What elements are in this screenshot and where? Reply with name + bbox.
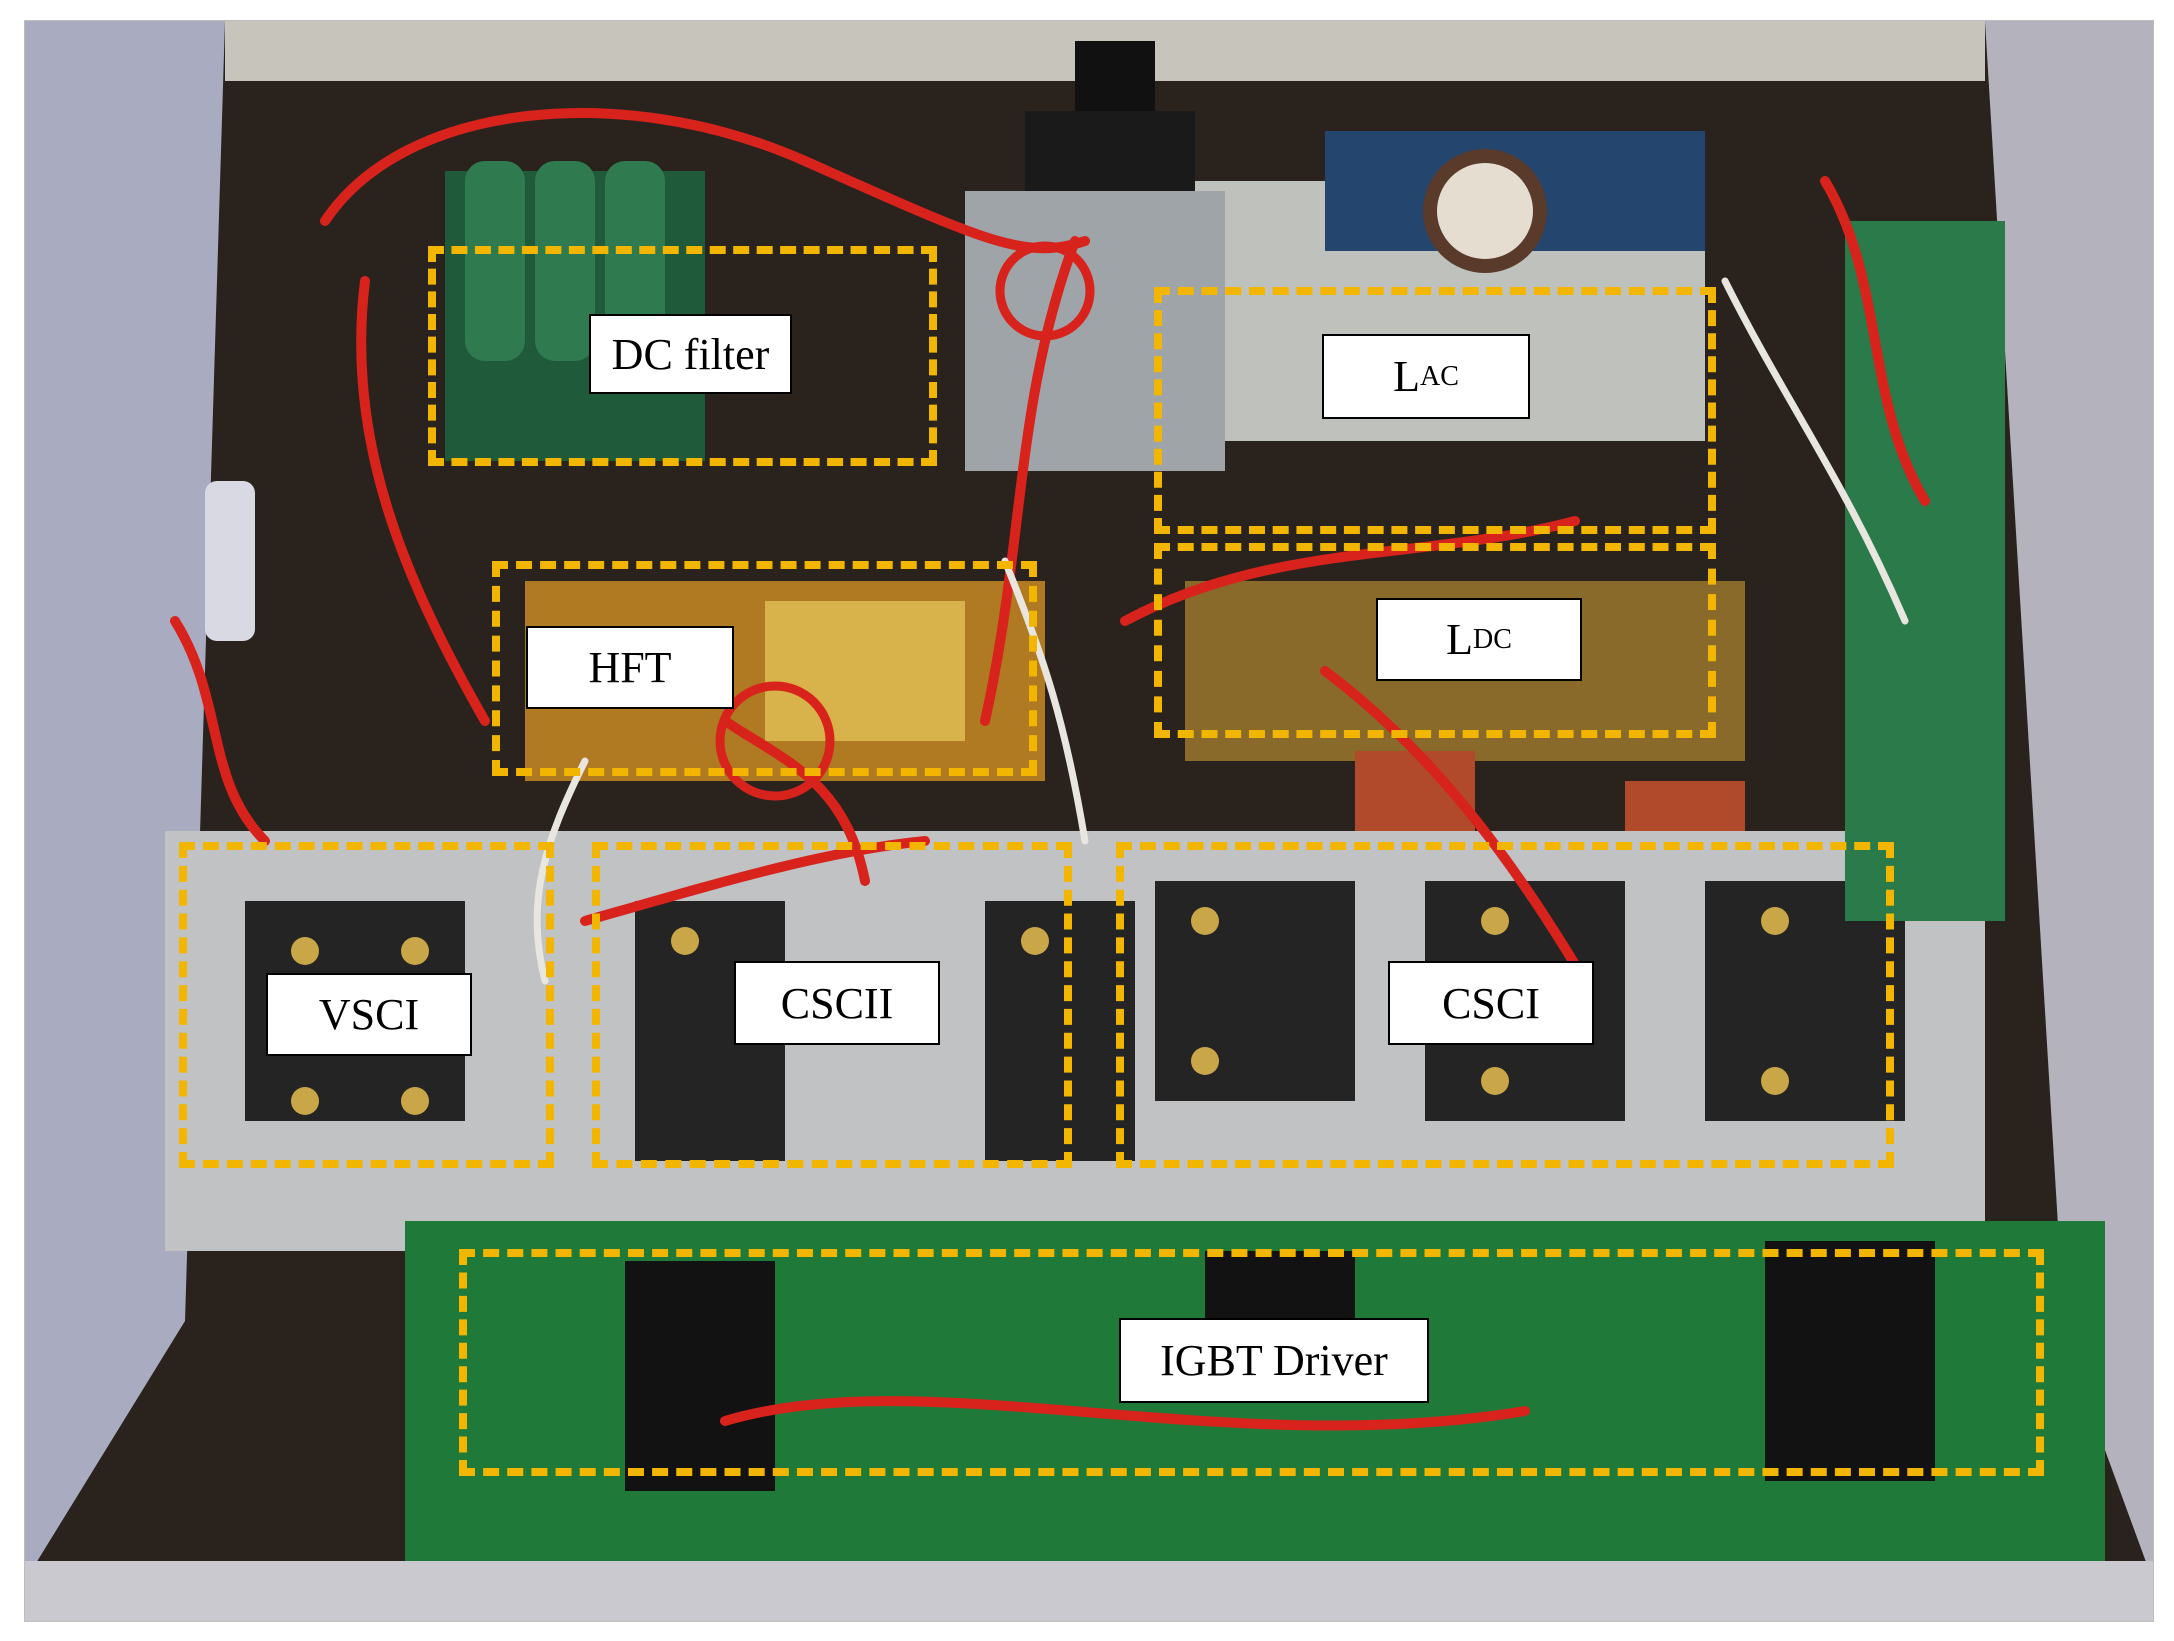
dc-filter-label-text: DC filter <box>611 329 770 379</box>
vsci-region <box>179 842 554 1168</box>
vsci-label-text: VSCI <box>318 990 420 1039</box>
hardware-photo <box>24 20 2154 1622</box>
cscii-label-text: CSCII <box>780 978 894 1028</box>
hft-label-text: HFT <box>588 643 672 692</box>
ldc-region <box>1154 543 1716 738</box>
cscii-region <box>592 842 1072 1168</box>
csci-region <box>1116 842 1894 1168</box>
ac-toroid <box>1423 149 1547 273</box>
ldc-label-text: L <box>1446 615 1473 664</box>
capacitor <box>535 161 595 361</box>
hft-winding <box>765 601 965 741</box>
photo-illustration <box>25 21 2153 1621</box>
dc-filter-region <box>428 246 937 466</box>
igbt-driver-region <box>459 1249 2044 1476</box>
driver-transformer <box>1205 1251 1355 1331</box>
fuse <box>205 481 255 641</box>
red-wiring <box>170 108 1930 1431</box>
wire-coil <box>715 241 1095 801</box>
hft-label: HFT <box>526 626 734 709</box>
igbt-driver-label: IGBT Driver <box>1119 1318 1429 1403</box>
ldc-label-subscript: DC <box>1472 623 1512 655</box>
vsci-label: VSCI <box>266 973 472 1056</box>
chassis-bottom-edge <box>25 1561 2153 1621</box>
heatsink-plate <box>965 191 1225 471</box>
chassis-right-wall <box>1985 21 2153 1581</box>
lac-region <box>1154 287 1716 534</box>
driver-transformer <box>625 1261 775 1491</box>
csci-label: CSCI <box>1388 961 1594 1045</box>
lac-label-subscript: AC <box>1419 360 1459 392</box>
hft-region <box>492 561 1037 776</box>
capacitor <box>465 161 525 361</box>
module-screws <box>291 907 1789 1115</box>
connector <box>1075 41 1155 111</box>
lac-label-text: L <box>1393 352 1420 401</box>
dc-filter-label: DC filter <box>589 314 792 394</box>
igbt-driver-label-text: IGBT Driver <box>1160 1336 1388 1385</box>
driver-transformer <box>1765 1241 1935 1481</box>
capacitor <box>605 161 665 361</box>
white-wiring <box>533 277 1909 985</box>
cscii-label: CSCII <box>734 961 940 1045</box>
csci-label-text: CSCI <box>1442 978 1540 1028</box>
